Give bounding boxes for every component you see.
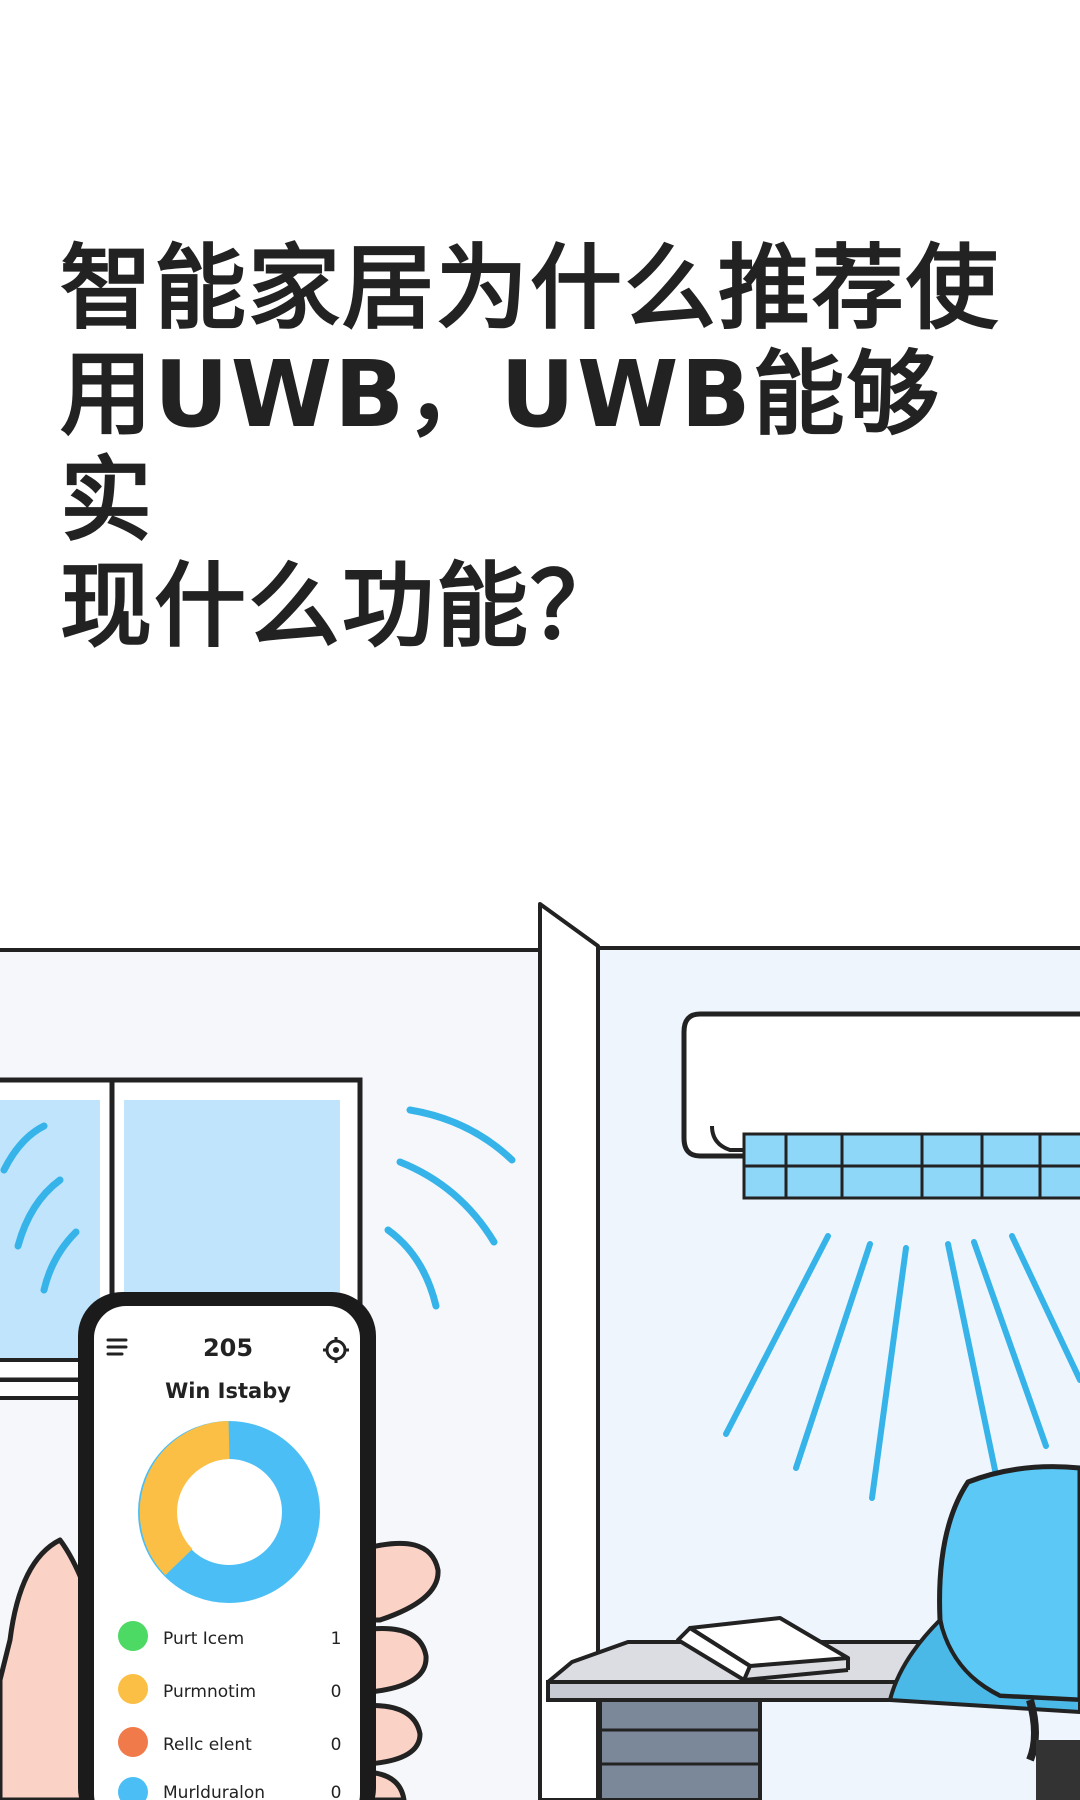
phone-header-value: 205 — [203, 1334, 253, 1362]
headline-line-3: 现什么功能？ — [60, 553, 625, 660]
phone-app-title: Win Istaby — [165, 1379, 291, 1403]
airflow-lines — [723, 1233, 1080, 1501]
list-item-label: Purmnotim — [163, 1682, 256, 1702]
hamburger-menu-icon[interactable] — [106, 1338, 128, 1356]
status-dot — [118, 1674, 148, 1704]
headline-line-1: 智能家居为什么推荐使 — [60, 235, 1001, 342]
headline-line-2: 用UWB，UWB能够实 — [60, 341, 941, 554]
wall-partition — [538, 902, 600, 1800]
list-item-value: 0 — [331, 1735, 342, 1755]
list-item[interactable]: Murlduralon 0 — [118, 1777, 341, 1800]
list-item-value: 1 — [331, 1629, 342, 1649]
list-item[interactable]: Purt Icem 1 — [118, 1621, 341, 1651]
headline: 智能家居为什么推荐使 用UWB，UWB能够实 现什么功能？ — [60, 236, 1020, 660]
list-item-value: 0 — [331, 1783, 342, 1800]
status-dot — [118, 1621, 148, 1651]
air-conditioner — [681, 1011, 1080, 1200]
list-item-label: Purt Icem — [163, 1629, 244, 1649]
book — [676, 1616, 850, 1682]
list-item-label: Murlduralon — [163, 1783, 265, 1800]
donut-segment-yellow — [139, 1421, 231, 1576]
smart-home-illustration: 205 Win Istaby Purt Ice — [0, 902, 1080, 1800]
list-item[interactable]: Rellc elent 0 — [118, 1727, 341, 1757]
list-item-label: Rellc elent — [163, 1735, 252, 1755]
list-item[interactable]: Purmnotim 0 — [118, 1674, 341, 1704]
list-item-value: 0 — [331, 1682, 342, 1702]
gear-icon[interactable] — [323, 1337, 349, 1363]
office-chair — [888, 1464, 1080, 1800]
phone-list: Purt Icem 1 Purmnotim 0 Rellc elent 0 Mu… — [118, 1621, 341, 1800]
smartphone: 205 Win Istaby Purt Ice — [78, 1292, 376, 1800]
status-dot — [118, 1727, 148, 1757]
signal-waves — [0, 1106, 516, 1310]
status-dot — [118, 1777, 148, 1800]
donut-chart — [138, 1421, 320, 1603]
